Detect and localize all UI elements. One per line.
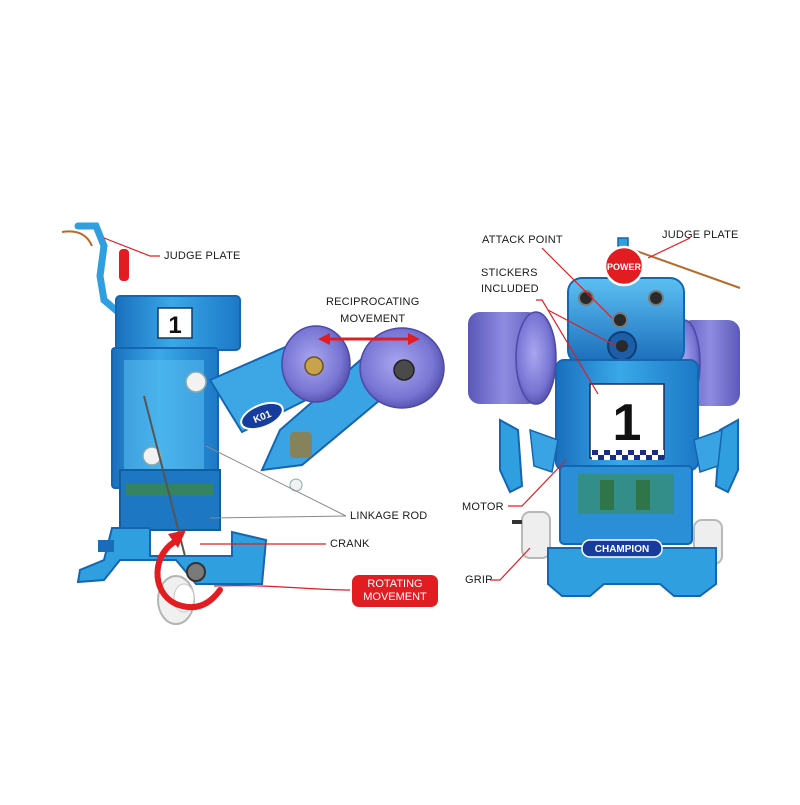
label-rotating-movement: ROTATING MOVEMENT [352,575,438,607]
label-stickers-line2: INCLUDED [481,283,539,295]
label-reciprocating-line1: RECIPROCATING [326,296,420,308]
label-crank: CRANK [330,538,370,550]
label-judge-plate-left: JUDGE PLATE [164,250,241,262]
checker-square [622,450,628,455]
checker-square [646,450,652,455]
left-number-card [157,307,193,339]
checker-square [658,450,664,455]
label-stickers-line1: STICKERS [481,267,538,279]
leader-linkage-rod-2 [209,515,347,519]
right-number-text: 1 [613,394,642,452]
head-gear-center [616,340,628,352]
power-plate-text: POWER [607,262,642,272]
checker-square [640,450,646,455]
right-gear-a [600,480,614,510]
left-pulley-upper [185,371,207,393]
left-robot [61,222,445,625]
leader-grip [490,547,531,581]
checker-square [628,450,634,455]
judge-plate-wire-right [627,247,741,289]
right-base [547,547,717,597]
label-rotating-line2: MOVEMENT [363,591,427,603]
right-gear-b [636,480,650,510]
checker-square [616,450,622,455]
head-screw-left [578,290,594,306]
label-attack-point: ATTACK POINT [482,234,563,246]
label-judge-plate-right: JUDGE PLATE [662,229,739,241]
crank-wheel [186,562,206,582]
checker-square [598,450,604,455]
left-base [76,527,268,585]
checker-square [646,455,652,460]
right-leg-left [499,418,524,494]
checker-square [634,450,640,455]
right-wheel-left-face [515,311,557,405]
checker-square [610,450,616,455]
leader-motor [508,459,567,507]
rotating-arrow [154,537,223,611]
label-stickers-included: STICKERS INCLUDED [481,266,539,296]
judge-plate-wire [61,230,93,247]
champion-badge [581,539,663,558]
label-rotating-line1: ROTATING [367,578,423,590]
leader-linkage-rod-1 [205,445,347,517]
left-foot-joint [98,540,114,552]
label-reciprocating-line2: MOVEMENT [340,313,406,325]
right-shoulder-left [529,428,559,473]
left-disc-rear-hub [304,356,324,376]
attack-point-screw [612,312,628,328]
left-gearbox [126,484,214,496]
leader-judge-plate-left [103,237,160,257]
label-motor: MOTOR [462,501,504,513]
label-linkage-rod: LINKAGE ROD [350,510,428,522]
reciprocating-arrow-right-head [408,333,420,345]
champion-badge-text: CHAMPION [595,544,649,555]
rotating-arrow-head [168,530,186,548]
left-disc-front-hub [393,359,415,381]
right-robot [468,237,741,597]
label-reciprocating-movement: RECIPROCATING MOVEMENT [326,295,419,326]
judge-plate-arm [74,222,122,316]
left-body-lower [119,469,221,531]
head-screw-right [648,290,664,306]
leader-stickers [536,299,599,395]
left-arm-gear [290,432,312,458]
checker-square [610,455,616,460]
checker-square [640,455,646,460]
checker-square [592,450,598,455]
checker-square [658,455,664,460]
checker-square [598,455,604,460]
power-plate [603,245,645,287]
checker-square [652,455,658,460]
left-pulley-lower [142,446,162,466]
leader-rotating [213,585,351,591]
checker-strip [592,450,664,460]
reciprocating-arrow-left-head [318,333,330,345]
checker-square [628,455,634,460]
checker-square [622,455,628,460]
checker-square [652,450,658,455]
right-number-card [589,383,665,459]
checker-square [592,455,598,460]
left-number-text: 1 [168,312,181,339]
right-gearbox [578,474,674,514]
leader-attack-point [541,247,613,319]
checker-square [604,455,610,460]
checker-square [616,455,622,460]
leader-judge-plate-right [647,237,691,259]
right-shoulder-right [693,428,723,473]
checker-square [634,455,640,460]
k01-badge [240,401,284,431]
leader-stickers-2 [547,309,617,347]
judge-plate-left [117,247,131,283]
grip-left [521,511,551,559]
label-grip: GRIP [465,574,493,586]
checker-square [604,450,610,455]
